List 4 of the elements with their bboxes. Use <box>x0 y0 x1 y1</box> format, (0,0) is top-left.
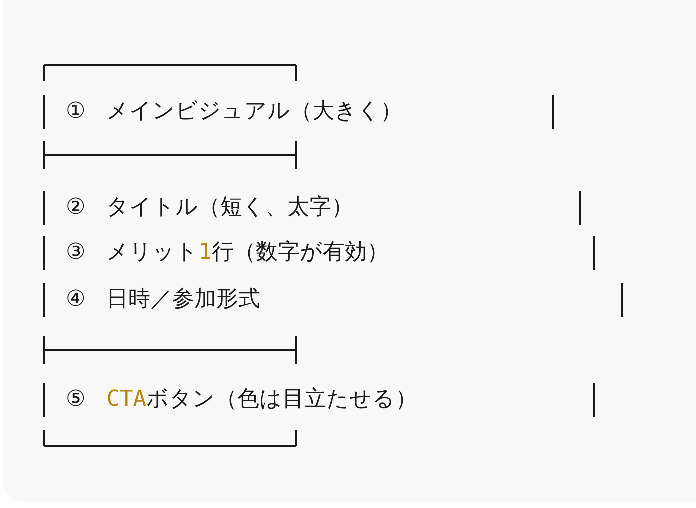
section-label: ④ 日時／参加形式 <box>66 286 261 314</box>
section-label: ② タイトル（短く、太字） <box>66 194 354 222</box>
section-label: ⑤ CTAボタン（色は目立たせる） <box>66 386 418 414</box>
section-label: ① メインビジュアル（大きく） <box>66 98 403 126</box>
